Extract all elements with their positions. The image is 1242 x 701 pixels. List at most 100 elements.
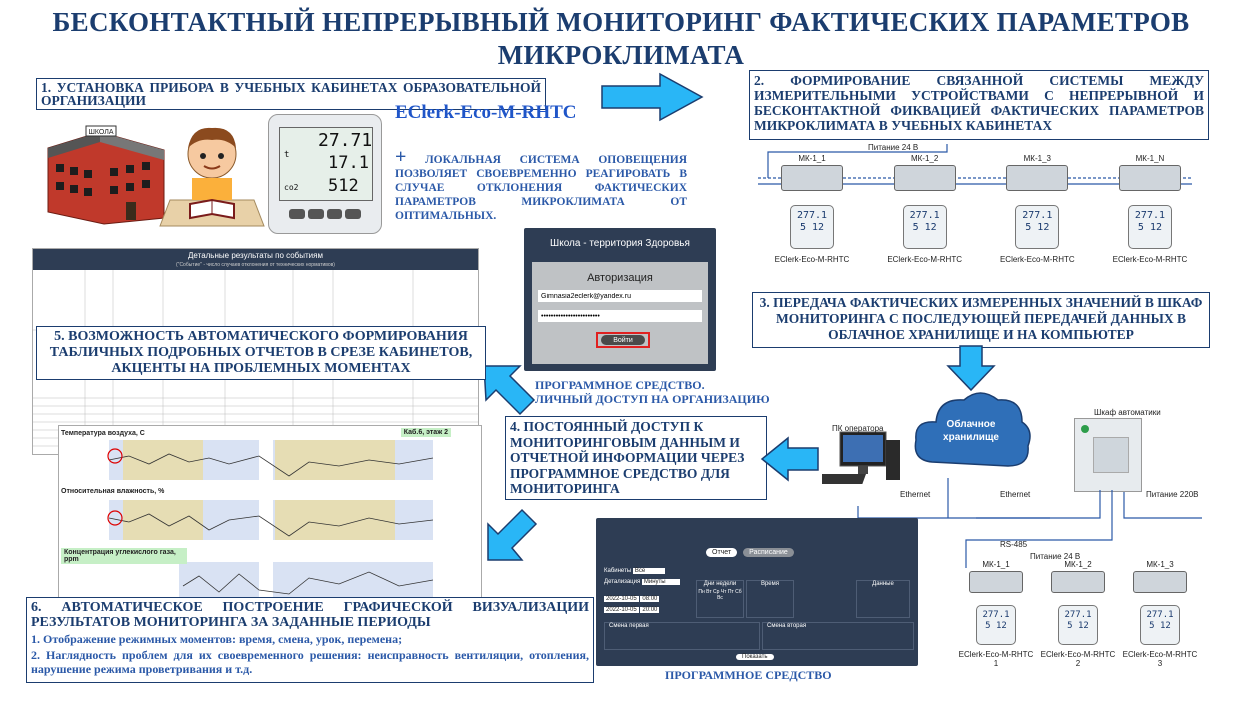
- plus-icon: +: [395, 146, 407, 168]
- power-24-bottom-label: Питание 24 В: [1030, 552, 1081, 561]
- section-6-box: 6. АВТОМАТИЧЕСКОЕ ПОСТРОЕНИЕ ГРАФИЧЕСКОЙ…: [26, 597, 594, 683]
- device-co2-label: co2: [284, 183, 299, 192]
- section-6-heading: 6. АВТОМАТИЧЕСКОЕ ПОСТРОЕНИЕ ГРАФИЧЕСКОЙ…: [31, 600, 589, 630]
- page-title: БЕСКОНТАКТНЫЙ НЕПРЕРЫВНЫЙ МОНИТОРИНГ ФАК…: [52, 7, 1190, 70]
- device-reading-bottom: 5 12: [1137, 222, 1163, 233]
- section-3-label: 3. ПЕРЕДАЧА ФАКТИЧЕСКИХ ИЗМЕРЕННЫХ ЗНАЧЕ…: [752, 292, 1210, 348]
- module-label: МК-1_2: [1064, 560, 1092, 569]
- program-note-line1: ПРОГРАММНОЕ СРЕДСТВО.: [535, 378, 705, 392]
- password-input[interactable]: [538, 310, 702, 322]
- dashboard-screen: Отчет Расписание Кабинеты Все Детализаци…: [596, 518, 918, 666]
- rs485-label: RS-485: [1000, 540, 1028, 549]
- login-button[interactable]: Войти: [601, 335, 645, 345]
- device-label: EClerk-Eco-M-RHTC: [958, 650, 1034, 659]
- device-reading-top: 277.1: [796, 210, 828, 221]
- device-reading-bottom: 5 12: [912, 222, 937, 233]
- power-220-label: Питание 220В: [1146, 490, 1199, 499]
- time-to[interactable]: 20:00: [640, 607, 660, 613]
- days-heading: Дни недели: [703, 581, 737, 587]
- top-sensor-chain: Питание 24 В МК-1_1 277.1 5 12 EClerk-Ec…: [752, 140, 1202, 288]
- time-panel: Время: [746, 580, 794, 618]
- module-label: МК-1_3: [1023, 154, 1051, 163]
- data-panel: Данные: [856, 580, 910, 618]
- detail-label: Детализация: [604, 579, 641, 585]
- section-1-label: 1. УСТАНОВКА ПРИБОРА В УЧЕБНЫХ КАБИНЕТАХ…: [36, 78, 546, 110]
- cloud-storage-icon: [914, 392, 1031, 467]
- device-number: 1: [993, 659, 999, 668]
- sensor-node: МК-1_2 277.1 5 12 EClerk-Eco-M-RHTC: [879, 154, 971, 289]
- shift-two-panel: Смена вторая: [762, 622, 914, 650]
- device-t-label: t: [284, 150, 290, 160]
- chart-temp-title: Температура воздуха, С: [61, 430, 145, 437]
- report-subtitle: ("Событие" - число случаев отклонения от…: [33, 262, 478, 270]
- arrow-left-up-icon: [483, 365, 536, 416]
- school-sign: ШКОЛА: [88, 129, 113, 136]
- show-button[interactable]: Показать: [736, 654, 774, 660]
- shift-one-panel: Смена первая: [604, 622, 760, 650]
- device-hum: 17.1: [328, 153, 369, 173]
- cabinet-label: Шкаф автоматики: [1094, 408, 1161, 417]
- arrow-left-down-icon: [487, 508, 538, 561]
- device-reading-top: 277.1: [982, 610, 1010, 620]
- time-from[interactable]: 08:00: [640, 596, 660, 602]
- device-reading-top: 277.1: [1134, 210, 1166, 221]
- date-to[interactable]: 2022-10-05: [604, 607, 639, 613]
- pc-label: ПК оператора: [832, 424, 884, 433]
- email-input[interactable]: [538, 290, 702, 302]
- rooms-label: Кабинеты: [604, 568, 632, 574]
- note-text: ЛОКАЛЬНАЯ СИСТЕМА ОПОВЕЩЕНИЯ ПОЗВОЛЯЕТ С…: [395, 154, 688, 222]
- module-label: МК-1_1: [798, 154, 826, 163]
- device-reading-bottom: 5 12: [1149, 621, 1171, 631]
- device-co2: 512: [328, 176, 359, 196]
- device-reading-bottom: 5 12: [1025, 222, 1050, 233]
- section-4-label: 4. ПОСТОЯННЫЙ ДОСТУП К МОНИТОРИНГОВЫМ ДА…: [505, 416, 767, 500]
- power-24-label: Питание 24 В: [868, 143, 919, 152]
- sensor-node: МК-1_N 277.1 5 12 EClerk-Eco-M-RHTC: [1104, 154, 1196, 289]
- program-note: ПРОГРАММНОЕ СРЕДСТВО. ЛИЧНЫЙ ДОСТУП НА О…: [535, 378, 770, 406]
- device-label: EClerk-Eco-M-RHTC: [887, 255, 962, 264]
- pc-operator-icon: [822, 431, 900, 484]
- module-label: МК-1_N: [1135, 154, 1165, 163]
- chart-co2-title: Концентрация углекислого газа, ppm: [61, 548, 187, 564]
- program-note-line2: ЛИЧНЫЙ ДОСТУП НА ОРГАНИЗАЦИЮ: [535, 392, 770, 406]
- schedule-tab-button[interactable]: Расписание: [743, 548, 794, 557]
- device-model: EClerk-Eco-M-RHTC: [395, 102, 577, 123]
- detail-select[interactable]: Минуты: [641, 579, 680, 585]
- device-label: EClerk-Eco-M-RHTC: [1040, 650, 1116, 659]
- device-reading-top: 277.1: [1146, 610, 1174, 620]
- monitoring-charts: Температура воздуха, С Каб.6, этаж 2 Отн…: [58, 425, 482, 607]
- device-label: EClerk-Eco-M-RHTC: [1122, 650, 1198, 659]
- device-reading-top: 277.1: [1064, 610, 1092, 620]
- module-label: МК-1_3: [1146, 560, 1174, 569]
- report-tab-button[interactable]: Отчет: [706, 548, 738, 557]
- school-building-icon: ШКОЛА: [47, 125, 165, 225]
- section-6-point-2: 2. Наглядность проблем для их своевремен…: [31, 648, 589, 676]
- student-reading-icon: [159, 127, 265, 227]
- arrow-left-icon: [760, 436, 819, 482]
- arrow-right-icon: [601, 72, 704, 122]
- days-panel: Дни недели Пн Вт Ср Чт Пт Сб Вс: [696, 580, 744, 618]
- rooms-select[interactable]: Все: [632, 568, 666, 574]
- ethernet-label-1: Ethernet: [900, 490, 931, 499]
- section-6-point-1: 1. Отображение режимных моментов: время,…: [31, 632, 403, 646]
- device-label: EClerk-Eco-M-RHTC: [1112, 255, 1188, 264]
- login-screen: Школа - территория Здоровья Авторизация …: [524, 228, 716, 371]
- program-label: ПРОГРАММНОЕ СРЕДСТВО: [665, 668, 832, 682]
- device-label: EClerk-Eco-M-RHTC: [774, 255, 850, 264]
- module-label: МК-1_2: [910, 154, 939, 163]
- auth-heading: Авторизация: [587, 272, 653, 284]
- date-from[interactable]: 2022-10-05: [604, 596, 639, 602]
- device-number: 2: [1075, 659, 1081, 668]
- section-5-label: 5. ВОЗМОЖНОСТЬ АВТОМАТИЧЕСКОГО ФОРМИРОВА…: [36, 326, 486, 380]
- device-reading-bottom: 5 12: [985, 621, 1007, 631]
- room-label: Каб.6, этаж 2: [400, 428, 451, 437]
- chart-traces: [107, 440, 434, 600]
- device-reading-top: 277.1: [909, 210, 940, 221]
- ethernet-label-2: Ethernet: [1000, 490, 1031, 499]
- arrow-down-icon: [946, 345, 996, 392]
- device-reading-bottom: 5 12: [799, 222, 825, 233]
